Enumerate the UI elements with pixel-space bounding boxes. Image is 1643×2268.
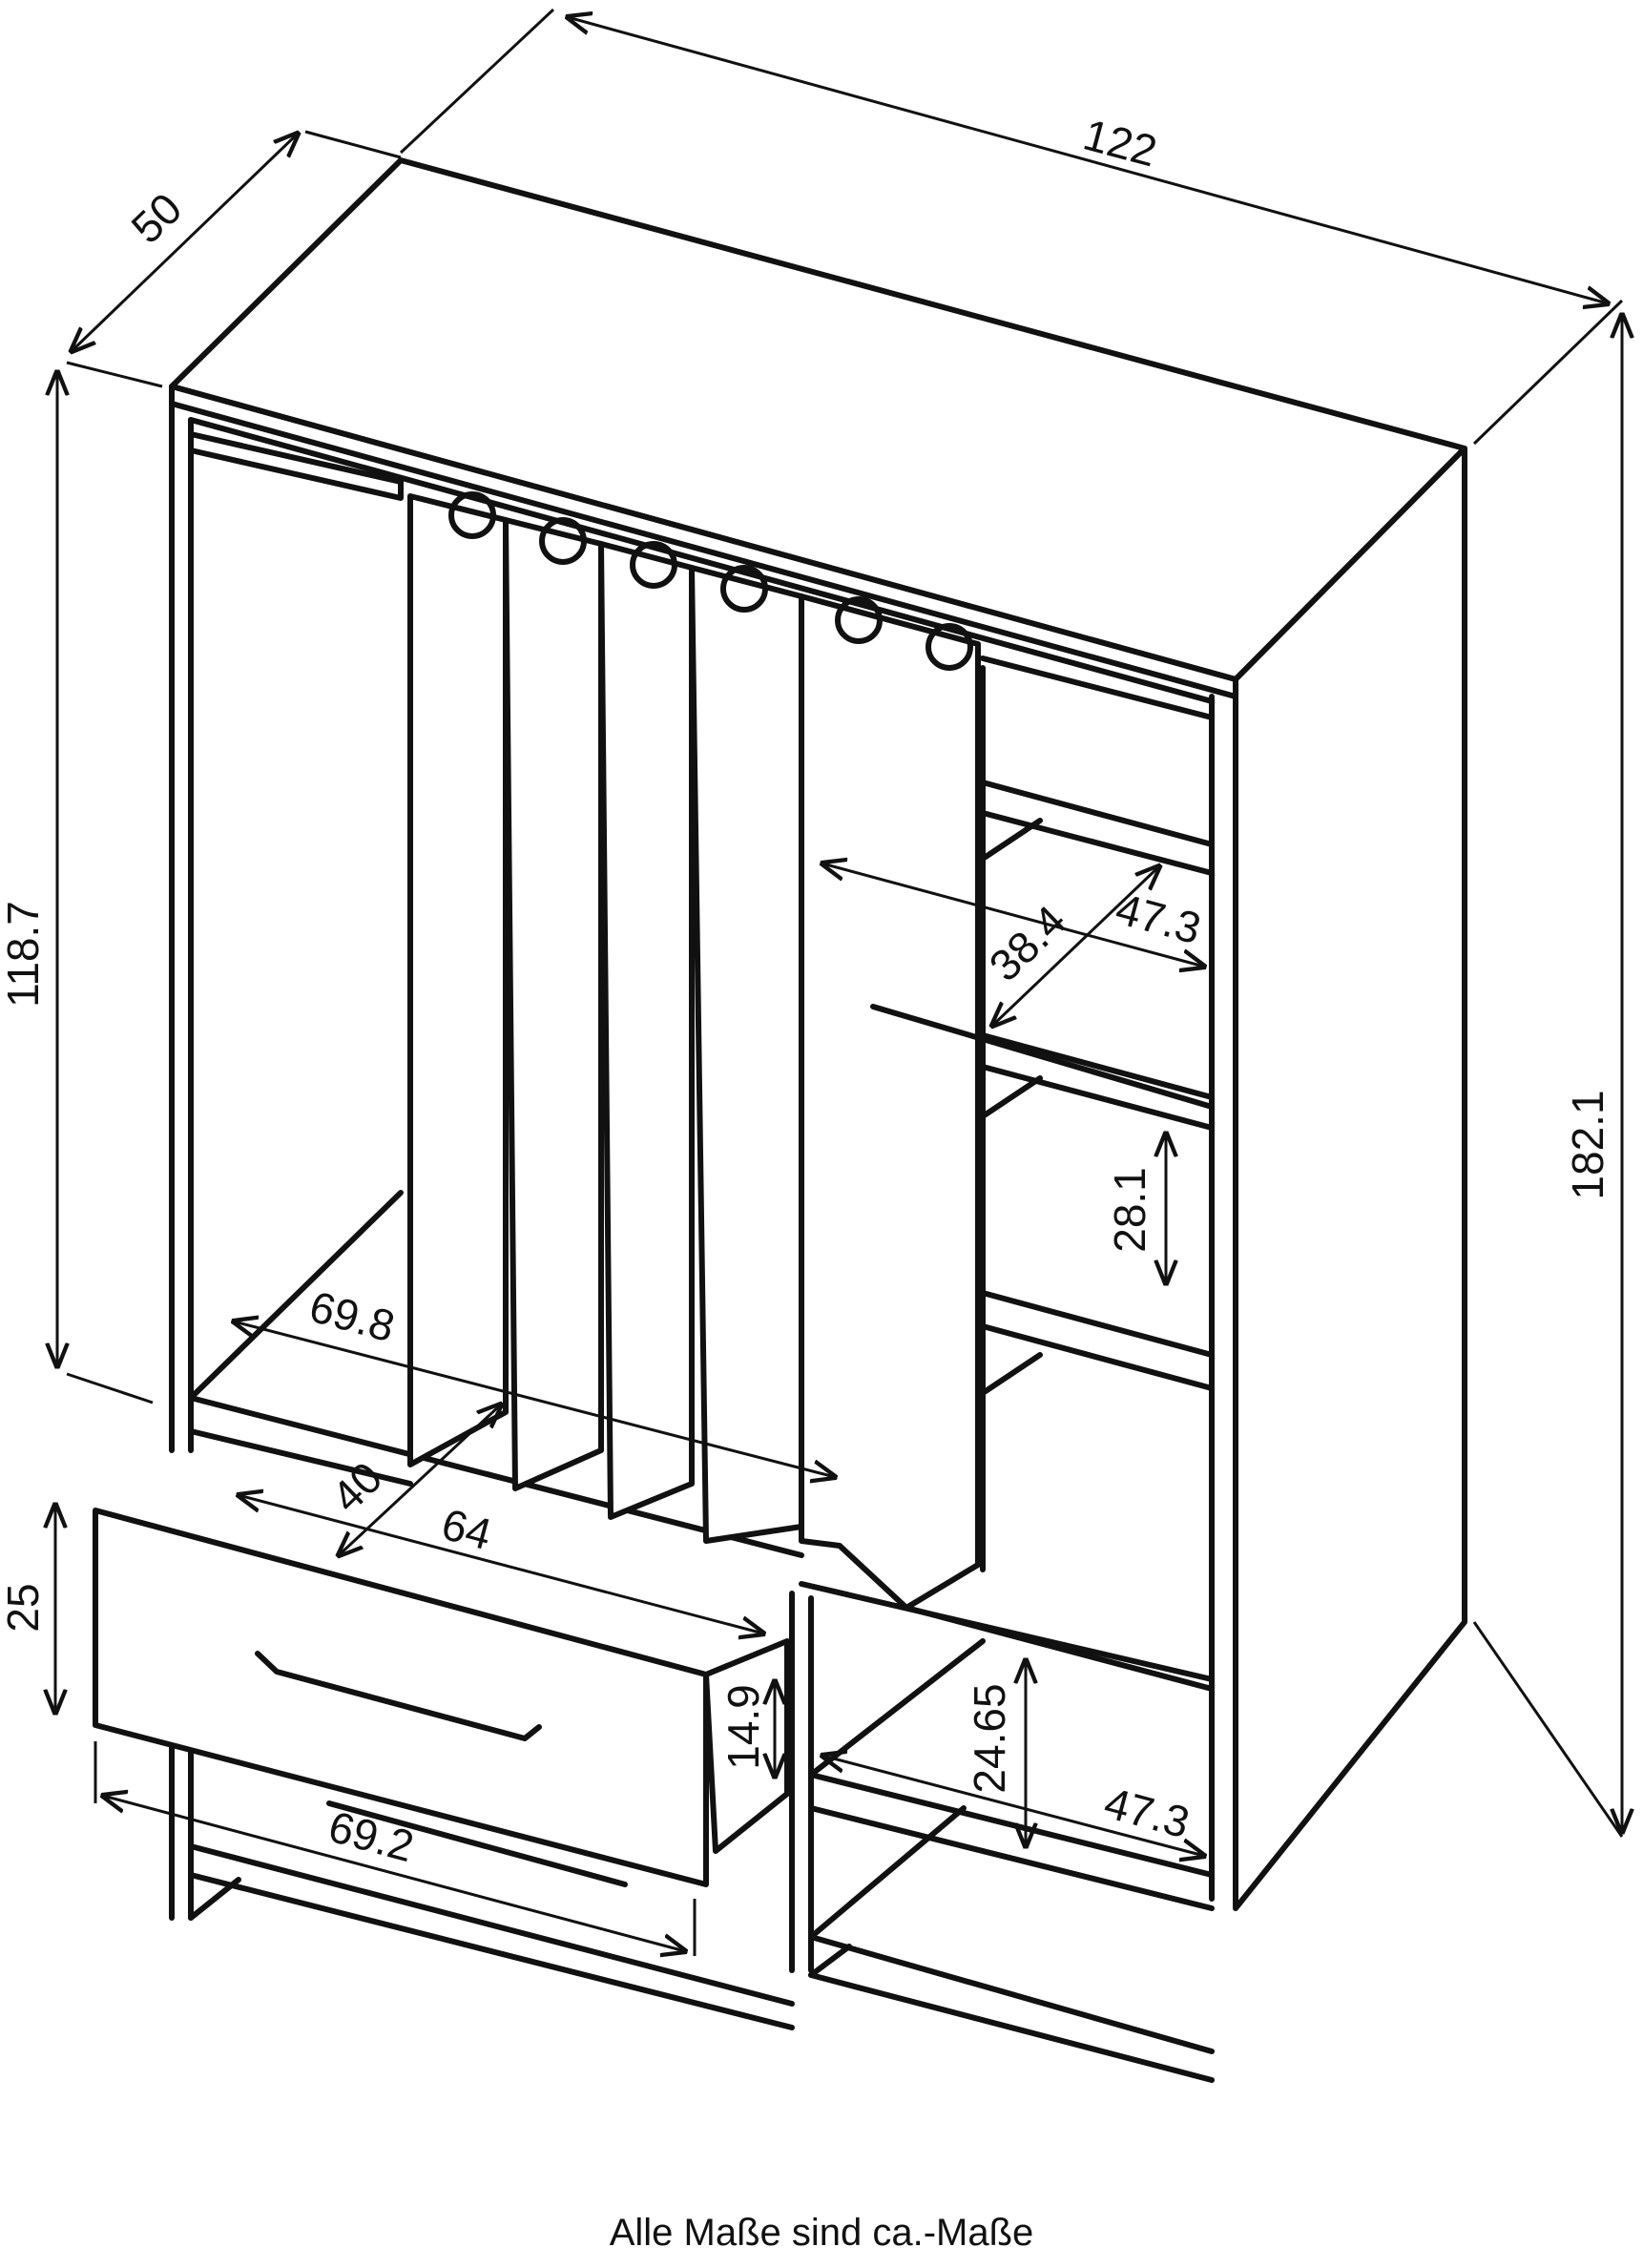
drawer-handle[interactable] xyxy=(255,1651,542,1741)
hanger-hooks xyxy=(448,491,973,671)
label-drawer-width: 69.2 xyxy=(323,1801,419,1871)
label-shelf-spacing: 28.1 xyxy=(1105,1167,1154,1253)
pants-hanger-bar xyxy=(870,1004,1215,1110)
drawer xyxy=(93,1508,790,1887)
label-height-total: 182.1 xyxy=(1563,1090,1612,1199)
garment-1 xyxy=(407,493,509,1467)
dimension-lines xyxy=(55,8,1622,1956)
garment-5 xyxy=(799,593,981,1611)
shelf-3 xyxy=(980,1290,1215,1391)
garment-2 xyxy=(503,517,604,1491)
label-depth: 50 xyxy=(121,183,191,253)
label-hanging-height: 118.7 xyxy=(0,901,48,1008)
cabinet-body xyxy=(169,157,1467,2083)
right-side-panel xyxy=(1233,446,1467,1911)
shelf-1 xyxy=(980,780,1215,876)
measurement-note: Alle Maße sind ca.-Maße xyxy=(609,2212,1034,2254)
hanging-garments xyxy=(407,491,1215,1611)
label-shelf-width-bottom: 47.3 xyxy=(1099,1778,1195,1847)
label-drawer-inner-height: 14.9 xyxy=(718,1684,768,1770)
label-lower-shelf-height: 24.65 xyxy=(965,1683,1014,1793)
label-width: 122 xyxy=(1078,109,1162,176)
label-drawer-front-height: 25 xyxy=(0,1583,48,1632)
garment-3 xyxy=(598,541,695,1520)
garment-4 xyxy=(689,565,804,1544)
label-shelf-width-top: 47.3 xyxy=(1111,884,1206,953)
label-rail-width: 69.8 xyxy=(304,1281,400,1351)
